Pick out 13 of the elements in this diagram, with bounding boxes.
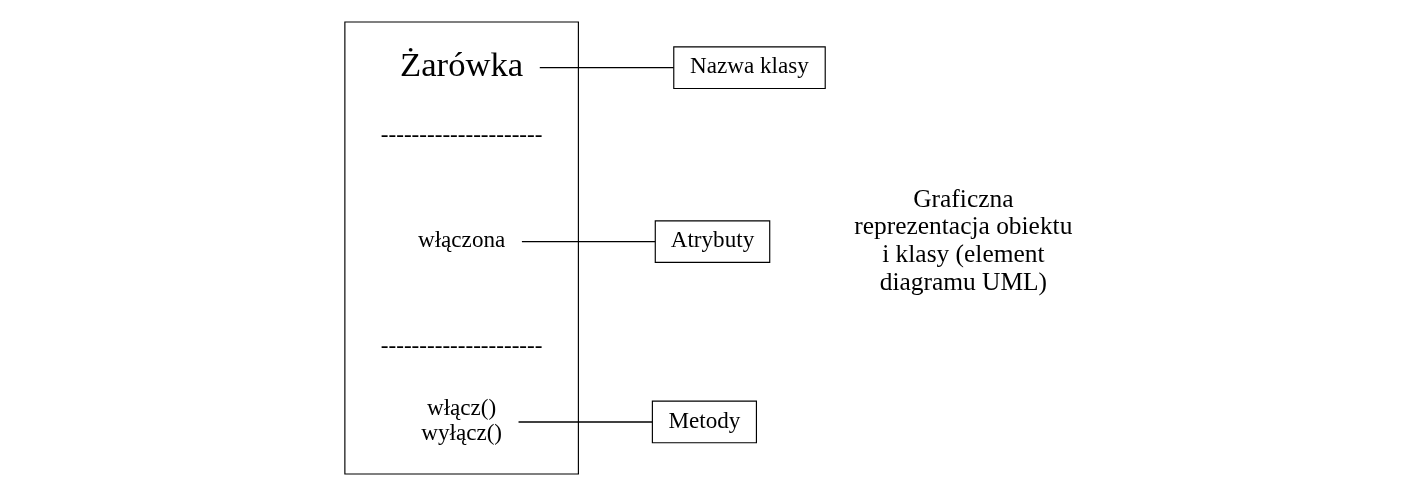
node-text: włączona [417,226,505,253]
node-text: Żarówka [399,45,523,85]
label: --------------------- [380,121,542,148]
connector [517,421,653,423]
connector [520,240,656,243]
label: Graficzna reprezentacja obiektu i klasy (element diagramu UML) [853,183,1072,296]
connector [538,66,674,69]
label: --------------------- [380,331,542,358]
node-box: Nazwa klasy [672,46,826,90]
cluster [343,21,579,475]
node-box: Atrybuty [654,220,770,264]
node-text: włącz() wyłącz() [420,394,502,446]
node-box: Metody [651,400,757,444]
